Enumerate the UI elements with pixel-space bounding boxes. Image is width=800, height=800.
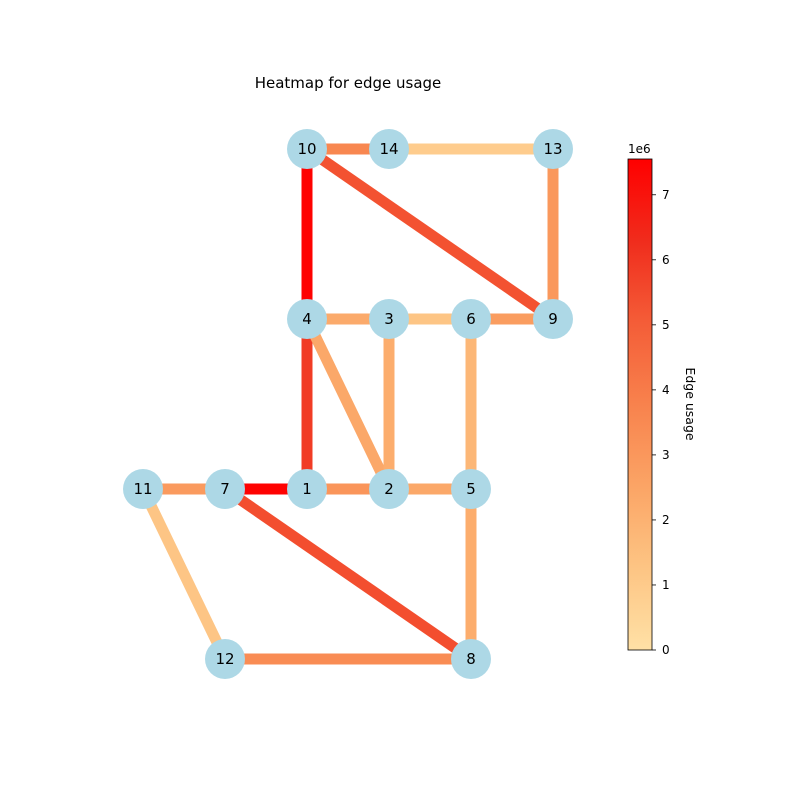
node-label: 12 [215, 650, 234, 668]
colorbar-multiplier: 1e6 [628, 142, 651, 156]
node-circle [287, 299, 327, 339]
edge-11-12 [138, 486, 230, 662]
node-label: 9 [548, 310, 558, 328]
chart-title: Heatmap for edge usage [255, 74, 442, 92]
node-1: 1 [287, 469, 327, 509]
node-label: 6 [466, 310, 476, 328]
node-14: 14 [369, 129, 409, 169]
node-3: 3 [369, 299, 409, 339]
edge-7-8 [221, 484, 475, 664]
node-circle [287, 469, 327, 509]
node-11: 11 [123, 469, 163, 509]
node-circle [533, 299, 573, 339]
colorbar-label: Edge usage [683, 367, 698, 440]
node-circle [123, 469, 163, 509]
node-label: 13 [543, 140, 562, 158]
node-circle [369, 129, 409, 169]
node-13: 13 [533, 129, 573, 169]
node-circle [451, 639, 491, 679]
node-7: 7 [205, 469, 245, 509]
colorbar-tick-label: 7 [662, 188, 670, 202]
colorbar: 1e6 0 1 2 3 4 5 6 7 Edge usage [627, 142, 698, 657]
node-label: 3 [384, 310, 394, 328]
node-circle [205, 639, 245, 679]
colorbar-tick-label: 3 [662, 448, 670, 462]
node-label: 2 [384, 480, 394, 498]
node-2: 2 [369, 469, 409, 509]
node-circle [533, 129, 573, 169]
node-6: 6 [451, 299, 491, 339]
node-label: 7 [220, 480, 230, 498]
colorbar-gradient [627, 158, 653, 651]
node-label: 4 [302, 310, 312, 328]
node-8: 8 [451, 639, 491, 679]
colorbar-tick-label: 4 [662, 383, 670, 397]
node-circle [205, 469, 245, 509]
node-label: 10 [297, 140, 316, 158]
node-label: 14 [379, 140, 398, 158]
colorbar-tick-label: 5 [662, 318, 670, 332]
edge-4-2 [302, 316, 394, 492]
node-circle [369, 469, 409, 509]
node-label: 11 [133, 480, 152, 498]
edge-10-9 [303, 144, 557, 324]
node-circle [287, 129, 327, 169]
colorbar-tick-label: 1 [662, 578, 670, 592]
node-circle [369, 299, 409, 339]
node-label: 1 [302, 480, 312, 498]
node-circle [451, 469, 491, 509]
colorbar-ticks: 0 1 2 3 4 5 6 7 [652, 188, 670, 657]
node-5: 5 [451, 469, 491, 509]
node-10: 10 [287, 129, 327, 169]
node-label: 5 [466, 480, 476, 498]
colorbar-tick-label: 6 [662, 253, 670, 267]
node-12: 12 [205, 639, 245, 679]
colorbar-tick-label: 0 [662, 643, 670, 657]
node-circle [451, 299, 491, 339]
colorbar-tick-label: 2 [662, 513, 670, 527]
node-label: 8 [466, 650, 476, 668]
node-4: 4 [287, 299, 327, 339]
node-9: 9 [533, 299, 573, 339]
edges-layer [138, 143, 559, 665]
